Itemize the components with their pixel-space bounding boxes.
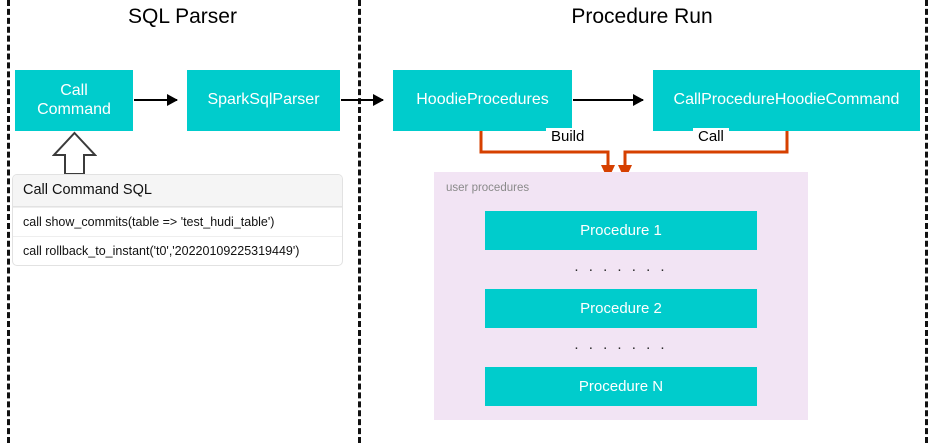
procedure-item: Procedure N <box>485 367 757 406</box>
connector-label-call: Call <box>693 128 729 145</box>
sql-card-header: Call Command SQL <box>13 175 342 207</box>
procedure-ellipsis: . . . . . . . <box>574 258 668 275</box>
section-divider-right <box>925 0 928 443</box>
section-title-sql-parser: SQL Parser <box>128 5 237 28</box>
section-divider-middle <box>358 0 361 443</box>
arrow-call-command-to-parser <box>134 94 178 106</box>
sql-card-row: call show_commits(table => 'test_hudi_ta… <box>13 207 342 236</box>
connector-label-build: Build <box>546 128 590 145</box>
procedure-item: Procedure 1 <box>485 211 757 250</box>
user-procedures-panel: user procedures Procedure 1 . . . . . . … <box>434 172 808 420</box>
user-procedures-label: user procedures <box>446 182 530 194</box>
section-title-procedure-run: Procedure Run <box>571 5 713 28</box>
call-command-sql-card: Call Command SQL call show_commits(table… <box>12 174 343 266</box>
procedure-ellipsis: . . . . . . . <box>574 336 668 353</box>
node-call-procedure-hoodie-command: CallProcedureHoodieCommand <box>653 70 920 131</box>
arrow-procedures-to-command <box>573 94 644 106</box>
node-spark-sql-parser: SparkSqlParser <box>187 70 340 131</box>
arrow-parser-to-procedures <box>341 94 384 106</box>
sql-card-row: call rollback_to_instant('t0','202201092… <box>13 236 342 265</box>
node-call-command: Call Command <box>15 70 133 131</box>
hollow-up-arrow-icon <box>52 131 97 175</box>
node-hoodie-procedures: HoodieProcedures <box>393 70 572 131</box>
section-divider-left <box>7 0 10 443</box>
procedure-item: Procedure 2 <box>485 289 757 328</box>
